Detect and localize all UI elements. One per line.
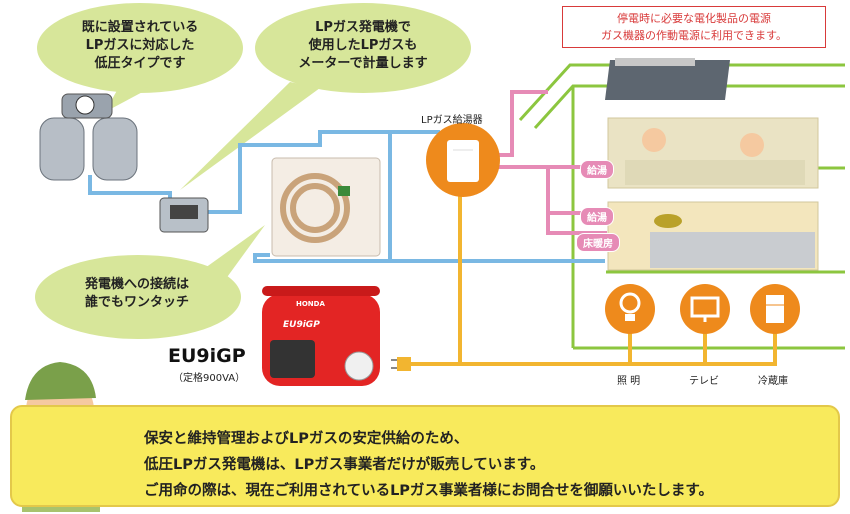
appliance-label-fridge: 冷蔵庫 xyxy=(758,376,788,387)
notice-box: 停電時に必要な電化製品の電源 ガス機器の作動電源に利用できます。 xyxy=(562,6,826,48)
solar-panel-illustration xyxy=(605,58,730,100)
tag-kitchen-hot-water: 給湯 xyxy=(580,207,614,226)
tv-icon xyxy=(680,284,730,334)
kitchen-illustration xyxy=(607,201,819,271)
speech-bubble-gas-meter xyxy=(180,3,471,190)
generator-badge: EU9iGP xyxy=(283,320,320,330)
gas-meter-illustration xyxy=(159,197,209,233)
generator-model: EU9iGP xyxy=(168,345,246,367)
appliance-label-light: 照 明 xyxy=(617,376,641,387)
footer-line-1: 保安と維持管理およびLPガスの安定供給のため、 xyxy=(144,431,469,447)
speech-bubble-connection xyxy=(35,225,265,339)
footer-line-2: 低圧LPガス発電機は、LPガス事業者だけが販売しています。 xyxy=(144,457,545,473)
water-heater-icon xyxy=(426,123,500,197)
gas-pipe xyxy=(88,130,605,263)
generator-brand: HONDA xyxy=(296,300,325,308)
bathroom-illustration xyxy=(607,117,819,189)
generator-illustration xyxy=(262,286,380,386)
footer-line-3: ご用命の際は、現在ご利用されているLPガス事業者様にお問合せを御願いいたします。 xyxy=(144,483,713,499)
bubble-lp-cylinder-text: 既に設置されている LPガスに対応した 低圧タイプです xyxy=(81,20,199,71)
connection-box-illustration xyxy=(271,157,381,257)
tag-floor-heating: 床暖房 xyxy=(576,233,620,252)
footer-message-box: 保安と維持管理およびLPガスの安定供給のため、 低圧LPガス発電機は、LPガス事… xyxy=(10,405,840,507)
bubble-connection-text: 発電機への接続は 誰でもワンタッチ xyxy=(84,277,189,310)
bubble-gas-meter-text: LPガス発電機で 使用したLPガスも メーターで計量します xyxy=(298,20,428,71)
speech-bubble-lp-cylinder xyxy=(37,3,243,112)
fridge-icon xyxy=(750,284,800,334)
power-line xyxy=(405,185,777,366)
light-icon xyxy=(605,284,655,334)
appliance-label-tv: テレビ xyxy=(689,376,719,387)
generator-rating: （定格900VA） xyxy=(173,373,246,384)
lp-cylinder-illustration xyxy=(39,93,138,181)
tag-bath-hot-water: 給湯 xyxy=(580,160,614,179)
water-heater-label: LPガス給湯器 xyxy=(421,115,483,126)
power-plug-icon xyxy=(391,357,411,371)
